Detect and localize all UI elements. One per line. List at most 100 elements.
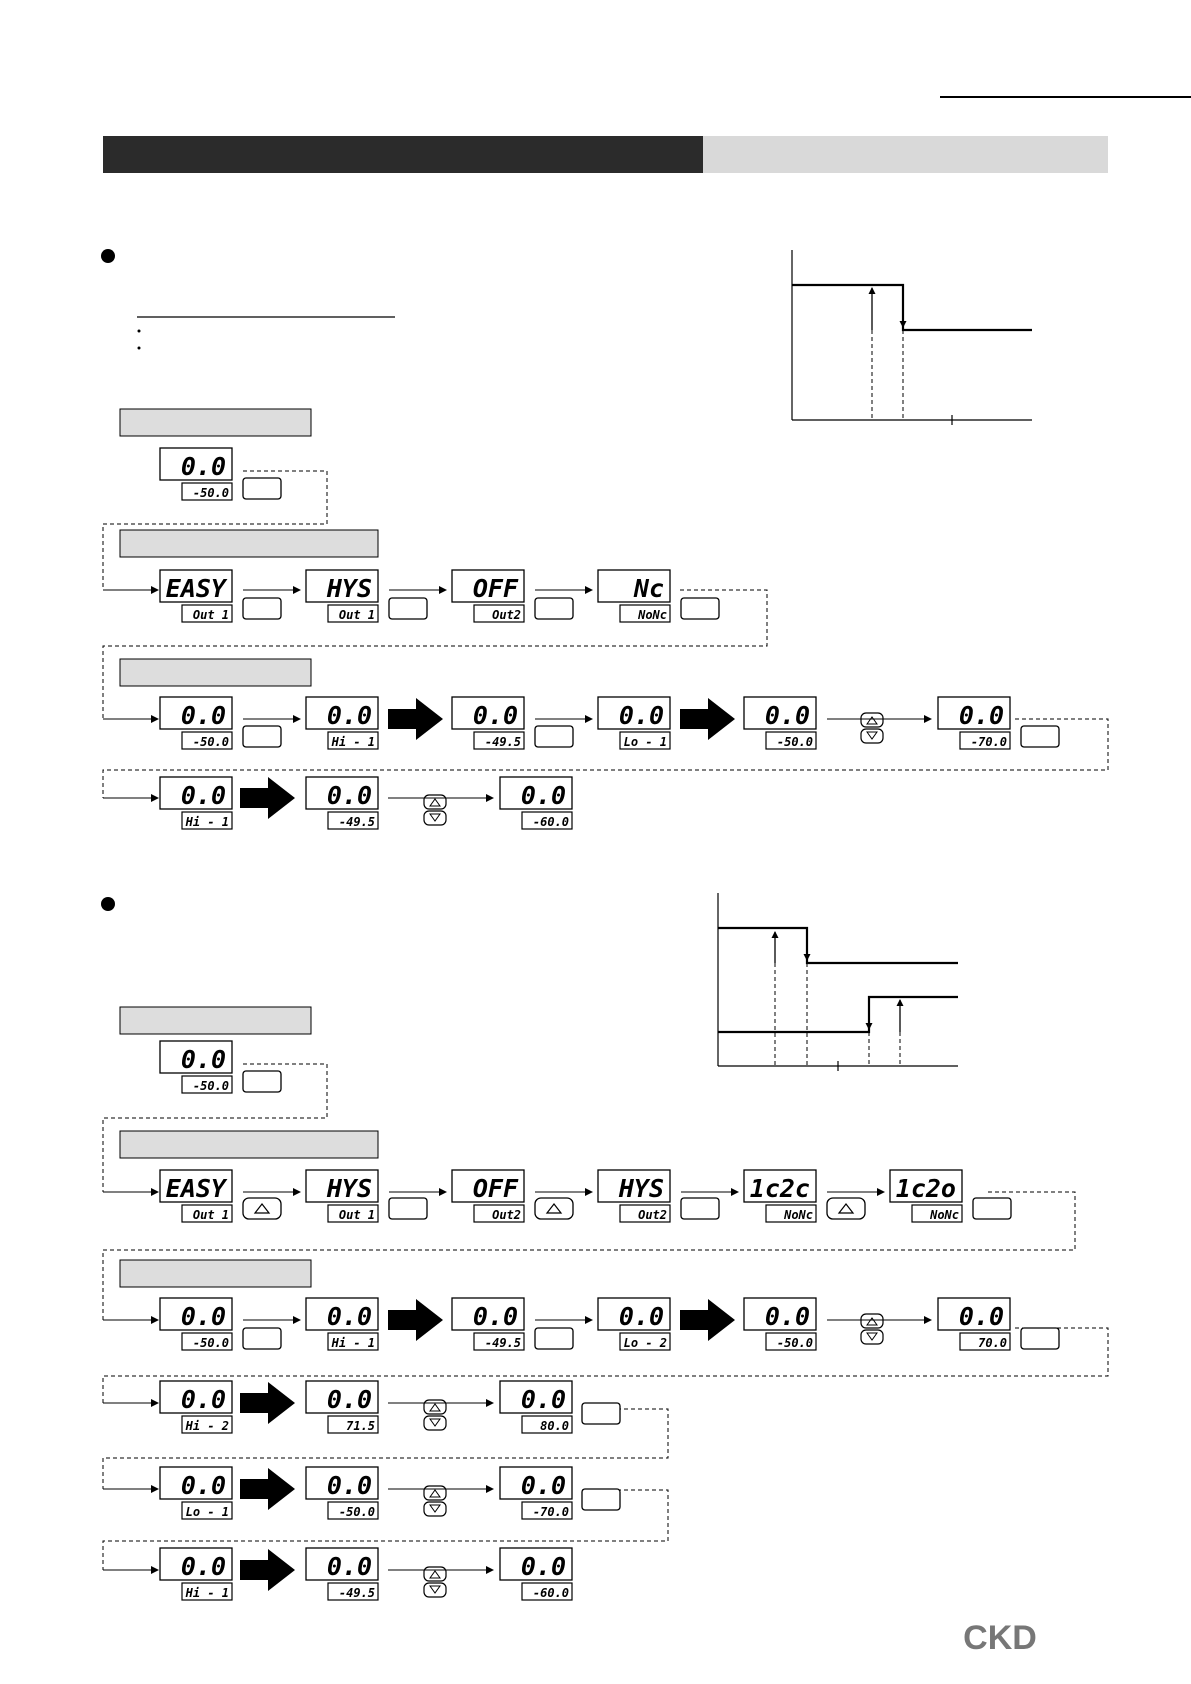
display-main-value: OFF [473,574,519,603]
display-sub-value: -70.0 [971,735,1007,749]
lcd-display: 0.0Lo - 2 [597,1297,671,1351]
display-sub-value: -60.0 [533,1586,569,1600]
set-key-icon[interactable] [242,725,282,748]
display-sub-value: NoNc [783,1208,813,1222]
group-label-box [119,658,312,687]
section-header-bar-light [703,136,1108,173]
up-down-key-icon[interactable] [423,1399,447,1431]
lcd-display: 0.0-50.0 [305,1466,379,1520]
display-main-value: 0.0 [181,1045,226,1074]
section-header-bar [103,136,703,173]
set-key-icon[interactable] [534,725,574,748]
lcd-display: 0.0-70.0 [499,1466,573,1520]
up-key-icon[interactable] [242,1197,282,1220]
display-main-value: 0.0 [181,1471,226,1500]
display-sub-value: Out2 [638,1208,667,1222]
lcd-display: 0.0-49.5 [305,1547,379,1601]
lcd-display: 0.0 71.5 [305,1380,379,1434]
display-main-value: 0.0 [327,1302,372,1331]
up-down-key-icon[interactable] [423,1485,447,1517]
display-sub-value: Out 1 [193,1208,229,1222]
note-dot [137,346,141,350]
up-key-icon[interactable] [826,1197,866,1220]
display-sub-value: 70.0 [978,1336,1007,1350]
set-key-icon[interactable] [242,1070,282,1093]
display-main-value: EASY [166,1174,228,1203]
lcd-display: 0.0-50.0 [743,696,817,750]
display-main-value: 0.0 [181,701,226,730]
big-right-arrow-icon [240,1549,295,1591]
lcd-display: 0.0Hi - 2 [159,1380,233,1434]
display-sub-value: Lo - 2 [624,1336,667,1350]
flow-connectors [102,470,1109,1574]
display-sub-value: Hi - 1 [185,1586,229,1600]
display-main-value: HYS [326,1174,372,1203]
lcd-display: 0.0-70.0 [937,696,1011,750]
display-sub-value: 71.5 [346,1419,375,1433]
display-main-value: 0.0 [327,1385,372,1414]
up-down-key-icon[interactable] [423,1566,447,1598]
set-key-icon[interactable] [1020,725,1060,748]
set-key-icon[interactable] [680,597,720,620]
display-sub-value: -50.0 [193,1336,229,1350]
display-main-value: 0.0 [473,701,518,730]
note-dot [137,329,141,333]
lcd-display: 0.0Hi - 1 [305,696,379,750]
set-key-icon[interactable] [242,1327,282,1350]
up-down-key-icon[interactable] [860,712,884,744]
set-key-icon[interactable] [242,477,282,500]
display-sub-value: -50.0 [777,1336,813,1350]
display-main-value: 1c2o [896,1174,956,1203]
display-main-value: 0.0 [765,1302,810,1331]
big-right-arrow-icon [388,1299,443,1341]
display-sub-value: -50.0 [193,735,229,749]
display-main-value: 0.0 [473,1302,518,1331]
display-sub-value: NoNc [929,1208,959,1222]
set-key-icon[interactable] [1020,1327,1060,1350]
display-sub-value: Out2 [492,608,521,622]
display-sub-value: -50.0 [777,735,813,749]
big-right-arrow-icon [240,777,295,819]
display-main-value: 0.0 [521,1552,566,1581]
display-main-value: 0.0 [181,452,226,481]
display-sub-value: Out 1 [339,1208,375,1222]
group-label-box [119,1130,379,1159]
display-sub-value: Hi - 1 [331,1336,375,1350]
lcd-display: 0.0Lo - 1 [597,696,671,750]
display-main-value: 0.0 [181,1302,226,1331]
lcd-display: 0.0-50.0 [159,1040,233,1094]
set-key-icon[interactable] [581,1488,621,1511]
set-key-icon[interactable] [242,597,282,620]
display-sub-value: Hi - 2 [185,1419,229,1433]
set-key-icon[interactable] [388,597,428,620]
display-main-value: 0.0 [619,701,664,730]
up-key-icon[interactable] [534,1197,574,1220]
set-key-icon[interactable] [581,1402,621,1425]
group-label-box [119,408,312,437]
display-main-value: 0.0 [181,781,226,810]
hysteresis-graph-2 [717,893,958,1071]
display-sub-value: -49.5 [339,1586,375,1600]
display-sub-value: -50.0 [339,1505,375,1519]
up-down-key-icon[interactable] [860,1313,884,1345]
lcd-display: 0.070.0 [937,1297,1011,1351]
set-key-icon[interactable] [680,1197,720,1220]
set-key-icon[interactable] [534,597,574,620]
display-sub-value: NoNc [637,608,667,622]
set-key-icon[interactable] [388,1197,428,1220]
hysteresis-graph-1 [791,250,1032,425]
up-down-key-icon[interactable] [423,794,447,826]
set-key-icon[interactable] [972,1197,1012,1220]
set-key-icon[interactable] [534,1327,574,1350]
lcd-display: 0.0 -50.0 [743,1297,817,1351]
lcd-display: 0.0Hi - 1 [159,776,233,830]
display-sub-value: -49.5 [485,735,521,749]
big-right-arrow-icon [388,698,443,740]
display-sub-value: Out 1 [193,608,229,622]
